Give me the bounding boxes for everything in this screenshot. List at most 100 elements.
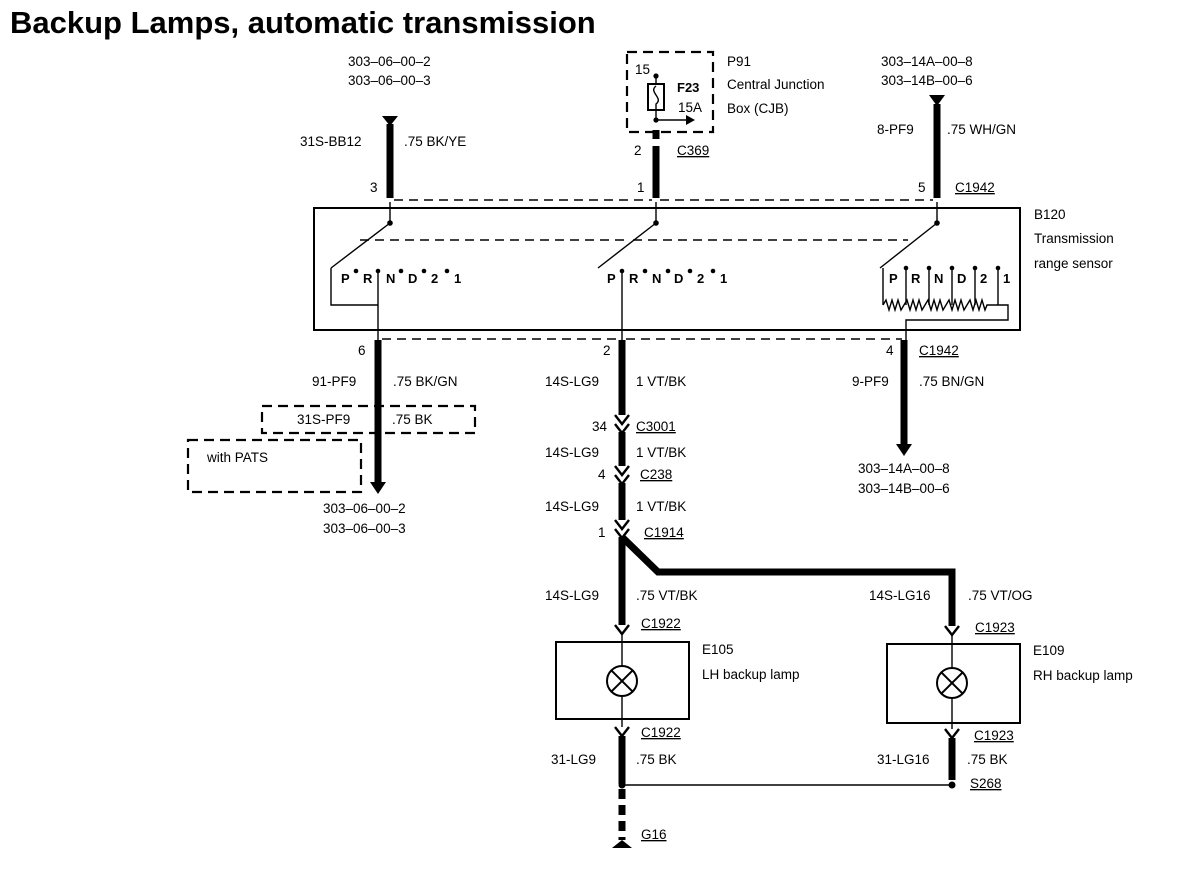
arrow-out-bottom-left	[370, 482, 386, 494]
ref-top-right-2: 303–14B–00–6	[881, 73, 973, 88]
connector-c1914: C1914	[644, 525, 684, 540]
lh-lamp-id: E105	[702, 642, 734, 657]
arrow-out-bottom-right	[896, 444, 912, 456]
svg-text:1: 1	[1003, 271, 1010, 286]
cjb-pin-label: 15	[635, 62, 650, 77]
wire-31s-pf9-spec: .75 BK	[392, 412, 433, 427]
ref-bottom-right-1: 303–14A–00–8	[858, 461, 950, 476]
connector-c1923-bottom: C1923	[974, 728, 1014, 743]
svg-text:D: D	[408, 271, 417, 286]
switch-blade-right	[879, 222, 938, 269]
svg-text:N: N	[934, 271, 943, 286]
resistor-ladder	[882, 265, 1009, 342]
sensor-pin-3: 3	[370, 180, 378, 195]
connector-c1923-top: C1923	[975, 620, 1015, 635]
svg-text:D: D	[674, 271, 683, 286]
wire-14s-lg16-rh	[619, 534, 956, 626]
wire-31-lg16-circuit: 31-LG16	[877, 752, 930, 767]
rh-lamp-icon	[936, 667, 968, 699]
svg-text:R: R	[629, 271, 639, 286]
with-pats-box	[186, 438, 363, 494]
c1914-pin: 1	[598, 525, 606, 540]
wire-9-pf9-spec: .75 BN/GN	[919, 374, 984, 389]
switch-blade-center	[597, 222, 657, 269]
wire-14s-lg9-b-circuit: 14S-LG9	[545, 445, 599, 460]
wire-31s-bb12-circuit: 31S-BB12	[300, 134, 362, 149]
wire-14s-lg16-circuit: 14S-LG16	[869, 588, 931, 603]
switch-right-positions: P R N D 2 1	[889, 271, 1010, 286]
wire-31-lg16-spec: .75 BK	[967, 752, 1008, 767]
svg-text:P: P	[889, 271, 898, 286]
svg-text:N: N	[386, 271, 395, 286]
lh-lamp-name: LH backup lamp	[702, 667, 800, 682]
connector-c1922-bottom: C1922	[641, 725, 681, 740]
wire-91-pf9-circuit: 91-PF9	[312, 374, 356, 389]
wire-31-lg9-circuit: 31-LG9	[551, 752, 596, 767]
lh-lamp-icon	[606, 665, 638, 697]
svg-text:P: P	[341, 271, 350, 286]
wire-91-pf9-spec: .75 BK/GN	[393, 374, 458, 389]
svg-text:1: 1	[454, 271, 461, 286]
sensor-pin-2: 2	[603, 343, 611, 358]
connector-c1922-top: C1922	[641, 616, 681, 631]
connector-c1942-bottom: C1942	[919, 343, 959, 358]
sensor-pin-5: 5	[918, 180, 926, 195]
sensor-id: B120	[1034, 207, 1066, 222]
c3001-pin: 34	[592, 419, 608, 434]
ground-g16: G16	[641, 827, 667, 842]
wire-14s-lg9-lh-spec: .75 VT/BK	[636, 588, 698, 603]
cjb-id: P91	[727, 54, 751, 69]
ref-bottom-right-2: 303–14B–00–6	[858, 481, 950, 496]
svg-text:N: N	[652, 271, 661, 286]
switch-center-positions: P R N D 2 1	[607, 268, 727, 286]
cjb-out-pin: 2	[634, 143, 642, 158]
wire-14s-lg9-a-spec: 1 VT/BK	[636, 374, 686, 389]
wire-14s-lg9-lh-circuit: 14S-LG9	[545, 588, 599, 603]
wire-31s-pf9-circuit: 31S-PF9	[297, 412, 350, 427]
connector-c238: C238	[640, 467, 672, 482]
sensor-pin-6: 6	[358, 343, 366, 358]
svg-text:R: R	[363, 271, 373, 286]
diagram-title: Backup Lamps, automatic transmission	[10, 5, 596, 40]
ref-top-left-1: 303–06–00–2	[348, 54, 431, 69]
c238-pin: 4	[598, 467, 606, 482]
svg-text:R: R	[911, 271, 921, 286]
svg-text:2: 2	[697, 271, 704, 286]
central-junction-box: 15 F23 15A	[625, 50, 715, 134]
svg-text:P: P	[607, 271, 616, 286]
wire-31-lg9-spec: .75 BK	[636, 752, 677, 767]
switch-left-positions: P R N D 2 1	[341, 268, 461, 286]
rh-lamp-name: RH backup lamp	[1033, 668, 1133, 683]
sensor-name-2: range sensor	[1034, 256, 1113, 271]
wire-14s-lg9-a-circuit: 14S-LG9	[545, 374, 599, 389]
fuse-element	[653, 85, 659, 110]
ref-top-left-2: 303–06–00–3	[348, 73, 431, 88]
cjb-dashed-outline	[625, 50, 715, 134]
arrow-in-top-right	[929, 95, 945, 106]
cjb-name-1: Central Junction	[727, 77, 825, 92]
with-pats-label: with PATS	[206, 450, 268, 465]
transmission-range-sensor-box	[313, 207, 1021, 331]
sensor-name-1: Transmission	[1034, 231, 1114, 246]
switch-blade-left	[330, 222, 391, 269]
sensor-pin-1: 1	[637, 180, 645, 195]
wire-14s-lg9-c-spec: 1 VT/BK	[636, 499, 686, 514]
cjb-name-2: Box (CJB)	[727, 101, 789, 116]
rh-lamp-id: E109	[1033, 643, 1065, 658]
fuse-id: F23	[677, 80, 699, 95]
wire-14s-lg9-c-circuit: 14S-LG9	[545, 499, 599, 514]
splice-s268: S268	[970, 776, 1002, 791]
sensor-pin-4: 4	[886, 343, 894, 358]
svg-text:1: 1	[720, 271, 727, 286]
wire-8-pf9-spec: .75 WH/GN	[947, 122, 1016, 137]
splice-s268-dot	[948, 781, 956, 789]
wire-14s-lg16-spec: .75 VT/OG	[968, 588, 1033, 603]
ref-top-right-1: 303–14A–00–8	[881, 54, 973, 69]
svg-text:2: 2	[980, 271, 987, 286]
ground-g16-icon	[612, 840, 632, 848]
ref-bottom-left-2: 303–06–00–3	[323, 521, 406, 536]
switch-left-p-contact	[330, 268, 378, 306]
arrow-in-top-left	[382, 116, 398, 126]
wire-8-pf9-circuit: 8-PF9	[877, 122, 914, 137]
